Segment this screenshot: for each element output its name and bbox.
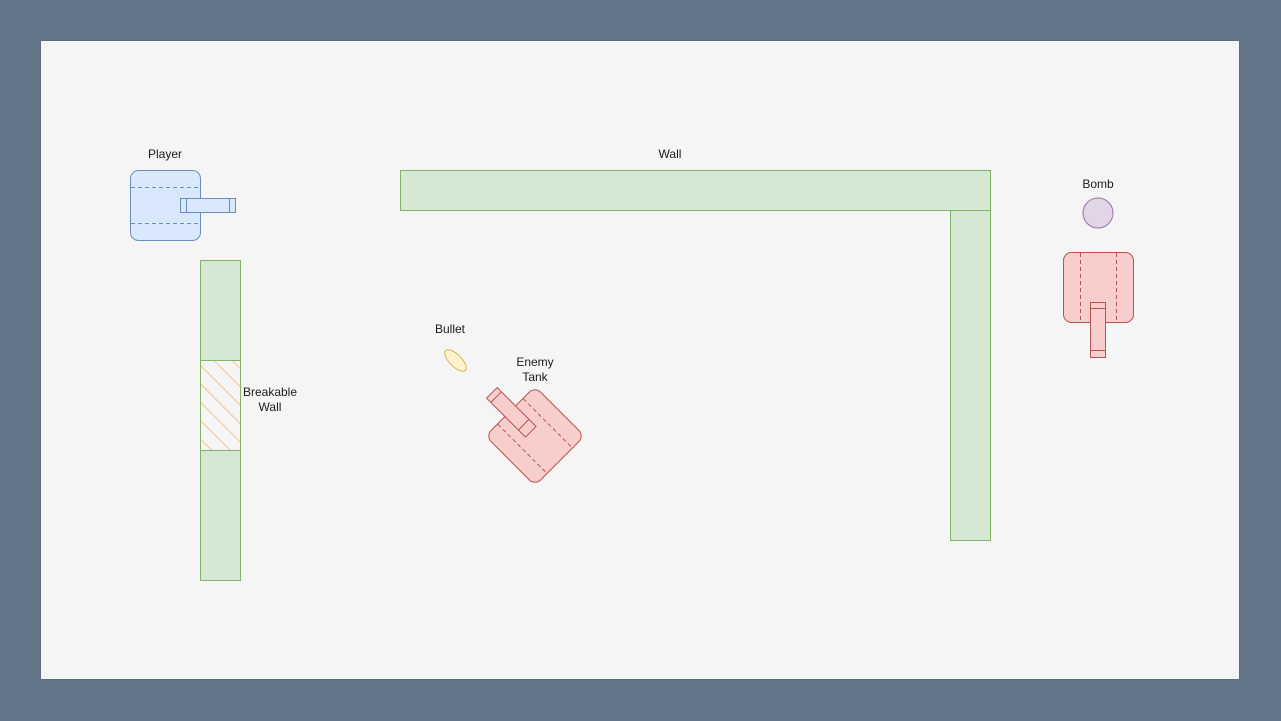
bomb[interactable] [1082,197,1114,229]
enemy-turret-right [1090,302,1106,358]
enemy-tank-center[interactable] [467,368,584,485]
bullet-label: Bullet [434,322,466,336]
player-turret [180,198,236,213]
wall-column-left [200,260,241,581]
wall-l-shape [400,170,991,541]
bomb-label: Bomb [1082,177,1114,191]
bullet[interactable] [441,346,469,374]
breakable-wall-label: Breakable Wall [242,385,298,414]
enemy-tank-label: Enemy Tank [516,355,554,384]
player-label: Player [147,147,182,161]
wall-label: Wall [658,147,682,161]
player-tank[interactable] [130,170,236,241]
enemy-tank-right[interactable] [1063,252,1134,358]
breakable-wall [200,360,241,451]
